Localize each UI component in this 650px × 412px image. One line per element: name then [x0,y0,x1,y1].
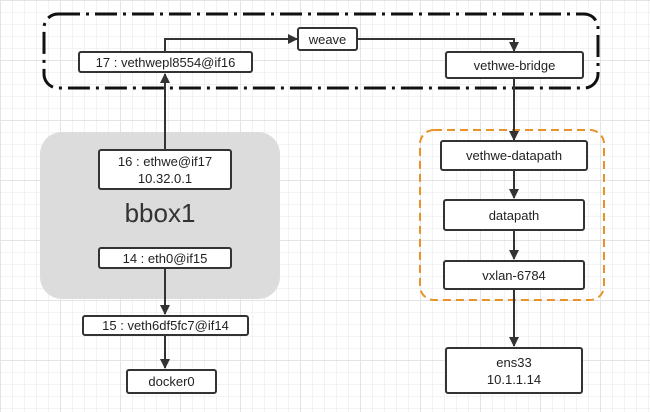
node-vxlan-label: vxlan-6784 [482,267,546,283]
node-weave-label: weave [308,31,347,47]
node-ens33-label: ens33 [496,354,532,370]
node-ethwe[interactable]: 16 : ethwe@if17 10.32.0.1 [98,149,232,190]
node-ethwe-label: 16 : ethwe@if17 [117,153,213,169]
namespace-label: bbox1 [124,198,196,228]
node-weave[interactable]: weave [297,27,358,51]
node-veth6df[interactable]: 15 : veth6df5fc7@if14 [82,315,249,336]
node-vethwe-datapath[interactable]: vethwe-datapath [440,140,588,171]
node-vethwepl-label: 17 : vethwepl8554@if16 [95,54,236,70]
node-vethwe-datapath-label: vethwe-datapath [465,148,563,163]
node-ens33-ip: 10.1.1.14 [486,371,542,387]
node-ens33[interactable]: ens33 10.1.1.14 [445,347,583,394]
weave-group-border [42,12,600,90]
node-vethwe-bridge-label: vethwe-bridge [473,57,556,73]
node-vethwe-bridge[interactable]: vethwe-bridge [445,51,584,79]
node-vxlan[interactable]: vxlan-6784 [443,260,585,290]
node-eth0[interactable]: 14 : eth0@if15 [98,247,232,269]
datapath-group-border [419,129,605,301]
link-vethwepl-to-weave [164,34,298,51]
node-docker0[interactable]: docker0 [126,369,217,394]
node-vethwepl[interactable]: 17 : vethwepl8554@if16 [78,51,253,73]
node-docker0-label: docker0 [148,374,195,389]
node-ethwe-ip: 10.32.0.1 [137,170,193,186]
node-datapath[interactable]: datapath [443,199,585,231]
node-eth0-label: 14 : eth0@if15 [122,250,208,266]
node-veth6df-label: 15 : veth6df5fc7@if14 [102,318,229,333]
link-weave-to-bridge [358,38,519,52]
node-datapath-label: datapath [488,207,540,223]
